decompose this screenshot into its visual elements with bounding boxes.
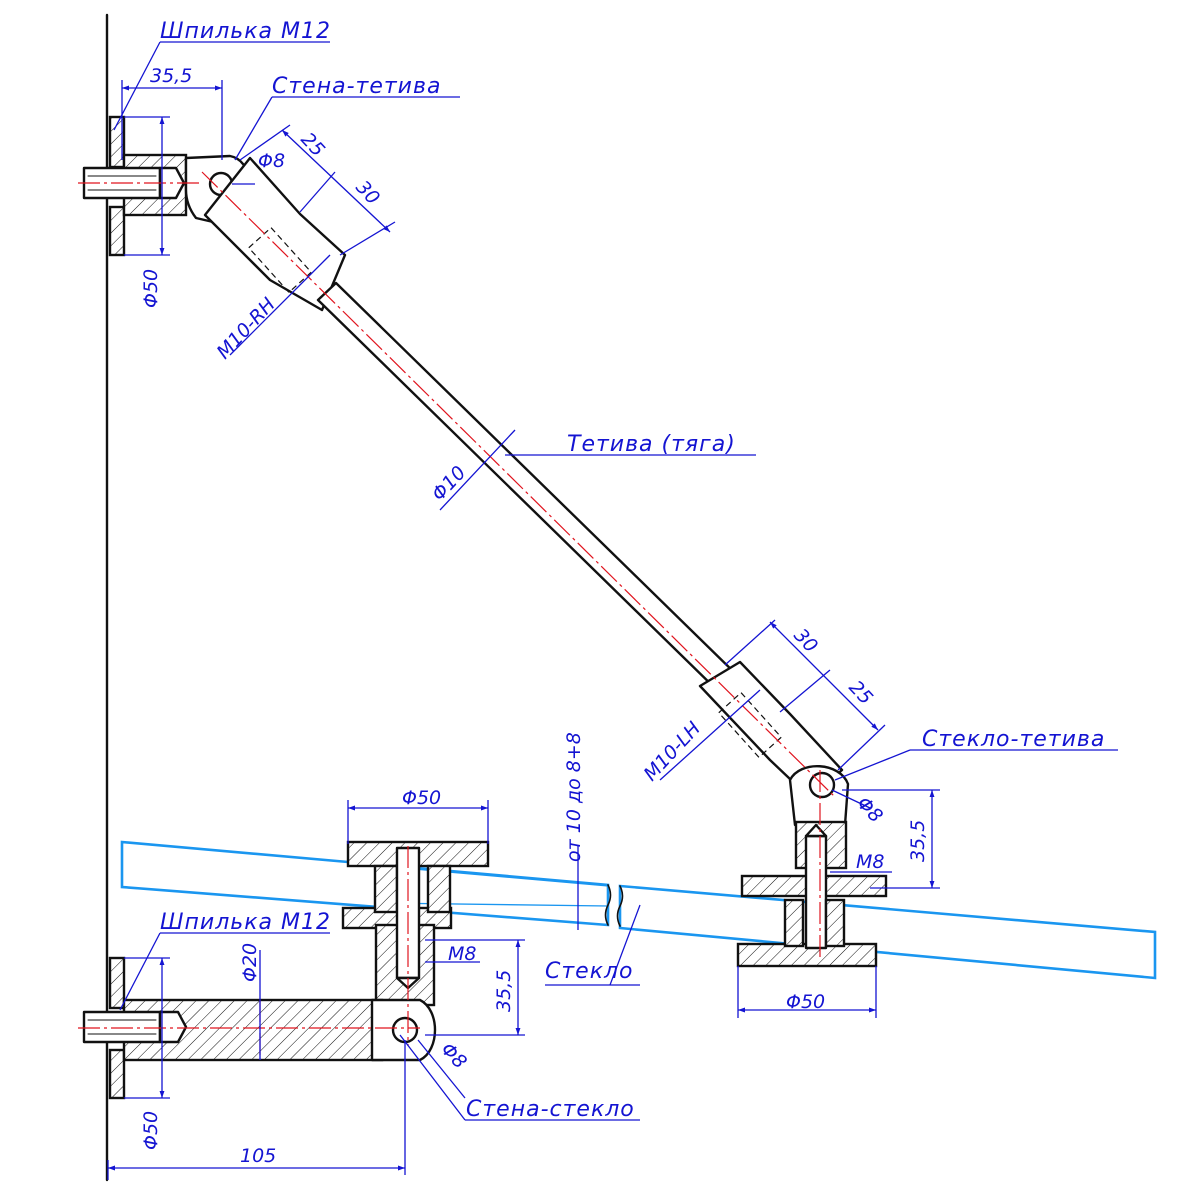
label-glass-string: Стекло-тетива xyxy=(922,727,1105,752)
dim-top-offset: 35,5 xyxy=(150,65,192,87)
label-stud-bottom: Шпилька М12 xyxy=(160,910,331,935)
dim-right-bolt: M8 xyxy=(856,851,884,873)
dim-top-25: 25 xyxy=(296,128,329,161)
dim-lower-30: 30 xyxy=(789,624,822,657)
label-wall-string: Стена-тетива xyxy=(272,74,441,99)
dim-bottom-flange-dia: Φ50 xyxy=(140,1111,162,1150)
label-wall-glass: Стена-стекло xyxy=(466,1097,635,1122)
dim-thread-lh: M10-LH xyxy=(640,718,705,786)
label-stud-top: Шпилька М12 xyxy=(160,19,331,44)
dim-rod-dia: Φ10 xyxy=(428,462,471,506)
right-glass-clamp xyxy=(736,820,888,968)
dim-top-flange-dia: Φ50 xyxy=(140,269,162,308)
dim-top-30: 30 xyxy=(351,176,384,209)
dim-bottom-stud-dia: Φ20 xyxy=(239,943,261,982)
dim-left-disc: Φ50 xyxy=(402,787,441,809)
left-glass-clamp xyxy=(341,840,490,1007)
dim-right-offset: 35,5 xyxy=(907,820,929,862)
dim-bottom-length: 105 xyxy=(240,1145,276,1167)
label-glass: Стекло xyxy=(545,959,634,984)
dim-bottom-hole: Φ8 xyxy=(436,1038,471,1073)
centerlines xyxy=(78,171,837,1060)
dim-left-bolt: M8 xyxy=(448,943,476,965)
dim-top-hole: Φ8 xyxy=(258,150,285,172)
bottom-wall-mount xyxy=(82,956,437,1100)
dimension-lines xyxy=(107,41,1118,1180)
dim-glass-range: от 10 до 8+8 xyxy=(563,732,585,862)
dim-left-offset: 35,5 xyxy=(493,970,515,1012)
tension-rod xyxy=(203,156,850,827)
dim-thread-rh: M10-RH xyxy=(213,294,280,364)
dim-right-disc: Φ50 xyxy=(786,991,825,1013)
dim-lower-25: 25 xyxy=(844,676,877,709)
dim-lower-hole: Φ8 xyxy=(852,792,887,827)
label-string-rod: Тетива (тяга) xyxy=(567,432,736,457)
